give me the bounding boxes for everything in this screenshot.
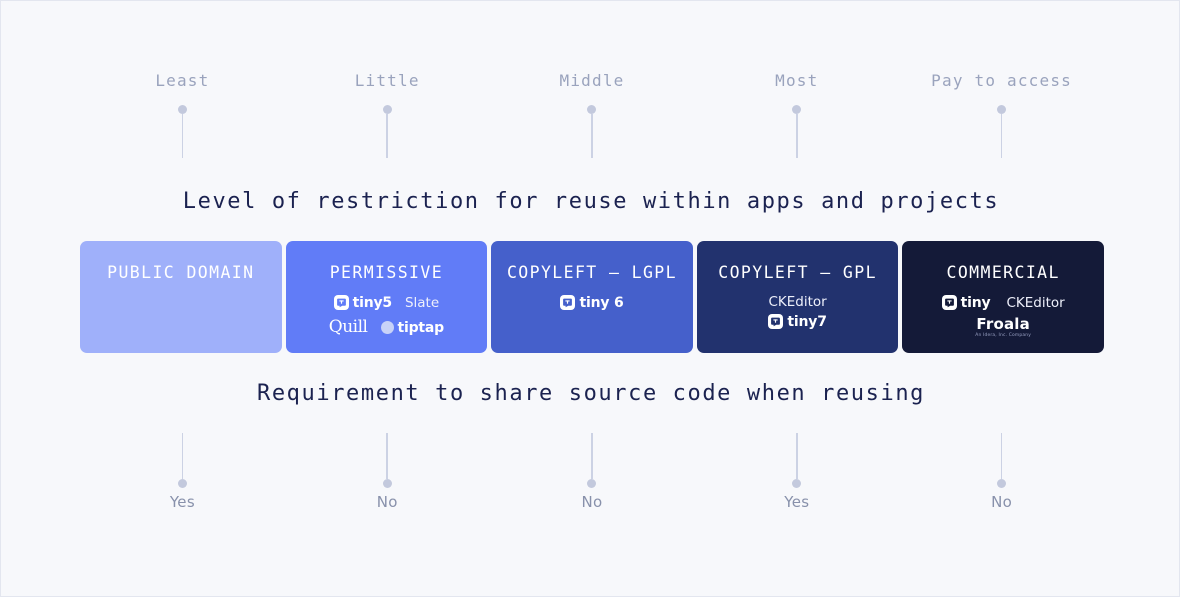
pin-dot-icon <box>792 105 802 114</box>
logo-tiny: tiny <box>941 294 991 311</box>
card-logo-area: CKEditor tiny7 <box>768 293 827 331</box>
bottom-scale-label: Yes <box>169 493 195 511</box>
logo-tiny5: tiny5 <box>333 294 393 311</box>
license-card-copyleft-lgpl[interactable]: COPYLEFT — LGPL tiny 6 <box>491 241 693 353</box>
logo-row: Froala An Idera, Inc. Company <box>975 317 1031 339</box>
logo-row: tiny7 <box>768 312 827 331</box>
top-scale-mark: Middle <box>490 71 695 158</box>
logo-row: tiny5 Slate <box>333 293 439 312</box>
bottom-scale-mark: No <box>285 433 490 511</box>
card-logo-area: tiny CKEditor Froala An Idera, Inc. Comp… <box>941 293 1065 339</box>
card-title: COMMERCIAL <box>946 263 1060 282</box>
bottom-scale-label: No <box>991 493 1013 511</box>
logo-tiny7: tiny7 <box>768 313 827 330</box>
top-scale-label: Least <box>155 71 210 90</box>
logo-label: CKEditor <box>1006 294 1065 311</box>
card-logo-area: tiny 6 <box>560 293 624 312</box>
top-scale-label: Little <box>354 71 420 90</box>
pin-dot-icon <box>997 479 1007 488</box>
card-title: COPYLEFT — LGPL <box>506 263 677 282</box>
top-scale-mark: Most <box>694 71 899 158</box>
license-card-public-domain[interactable]: PUBLIC DOMAIN <box>80 241 282 353</box>
bottom-scale-mark: Yes <box>694 433 899 511</box>
bottom-scale-label: Yes <box>784 493 810 511</box>
logo-row: tiny CKEditor <box>941 293 1065 312</box>
logo-slate: Slate <box>405 295 439 311</box>
pin-dot-icon <box>587 105 597 114</box>
logo-row: Quill tiptap <box>329 318 444 337</box>
pin-stem-icon <box>591 114 593 158</box>
logo-tiny6: tiny 6 <box>560 294 624 311</box>
logo-label: tiptap <box>397 319 445 336</box>
top-scale-mark: Pay to access <box>899 71 1104 158</box>
license-card-commercial[interactable]: COMMERCIAL tiny CKEd <box>902 241 1104 353</box>
top-scale-label: Pay to access <box>931 71 1072 90</box>
card-logo-area: tiny5 Slate Quill tiptap <box>329 293 444 337</box>
bottom-scale-mark: No <box>899 433 1104 511</box>
license-card-copyleft-gpl[interactable]: COPYLEFT — GPL CKEditor <box>696 241 899 353</box>
license-card-strip: PUBLIC DOMAIN PERMISSIVE tiny5 <box>80 241 1104 353</box>
bottom-scale-marks: Yes No No Yes No <box>80 433 1104 511</box>
tiny-editor-icon <box>560 295 576 310</box>
pin-dot-icon <box>997 105 1007 114</box>
top-scale-mark: Little <box>285 71 490 158</box>
card-title: PUBLIC DOMAIN <box>107 263 255 282</box>
pin-dot-icon <box>382 479 392 488</box>
pin-dot-icon <box>177 479 187 488</box>
pin-stem-icon <box>1000 433 1003 479</box>
logo-quill: Quill <box>329 319 368 336</box>
pin-stem-icon <box>386 433 388 479</box>
pin-stem-icon <box>591 433 593 479</box>
bottom-axis-heading: Requirement to share source code when re… <box>256 381 926 406</box>
logo-row: CKEditor <box>768 293 826 310</box>
logo-ckeditor: CKEditor <box>768 294 826 310</box>
logo-tiptap: tiptap <box>380 319 445 336</box>
top-scale-label: Middle <box>559 71 625 90</box>
logo-label: Slate <box>404 294 440 311</box>
logo-label: tiny7 <box>787 313 827 330</box>
tiptap-icon <box>380 321 394 334</box>
card-title: PERMISSIVE <box>329 263 444 282</box>
pin-dot-icon <box>382 105 392 114</box>
pin-stem-icon <box>1000 114 1003 158</box>
logo-label: Froala <box>976 315 1030 334</box>
top-scale-label: Most <box>775 71 819 90</box>
logo-label: CKEditor <box>768 293 827 310</box>
tiny-editor-icon <box>941 295 957 310</box>
top-scale-marks: Least Little Middle Most Pay to access <box>80 71 1104 158</box>
bottom-scale-mark: No <box>490 433 695 511</box>
bottom-scale-label: No <box>376 493 398 511</box>
tiny-editor-icon <box>333 295 349 310</box>
bottom-scale-label: No <box>581 493 603 511</box>
logo-label: tiny <box>960 294 991 311</box>
card-title: COPYLEFT — GPL <box>718 263 877 282</box>
tiny-editor-icon <box>768 314 784 329</box>
top-axis-heading: Level of restriction for reuse within ap… <box>182 189 1000 214</box>
logo-row: tiny 6 <box>560 293 624 312</box>
logo-ckeditor: CKEditor <box>1006 295 1064 311</box>
logo-label: Quill <box>328 317 368 337</box>
pin-dot-icon <box>792 479 802 488</box>
bottom-scale-mark: Yes <box>80 433 285 511</box>
logo-label: tiny5 <box>352 294 393 311</box>
pin-stem-icon <box>795 433 798 479</box>
logo-froala: Froala An Idera, Inc. Company <box>975 317 1031 338</box>
logo-label: tiny 6 <box>579 294 624 311</box>
pin-stem-icon <box>386 114 388 158</box>
top-scale-mark: Least <box>80 71 285 158</box>
pin-stem-icon <box>795 114 798 158</box>
pin-stem-icon <box>181 433 184 479</box>
pin-dot-icon <box>177 105 187 114</box>
pin-stem-icon <box>181 114 184 158</box>
pin-dot-icon <box>587 479 597 488</box>
license-card-permissive[interactable]: PERMISSIVE tiny5 Sla <box>285 241 488 353</box>
logo-sublabel: An Idera, Inc. Company <box>975 333 1032 339</box>
